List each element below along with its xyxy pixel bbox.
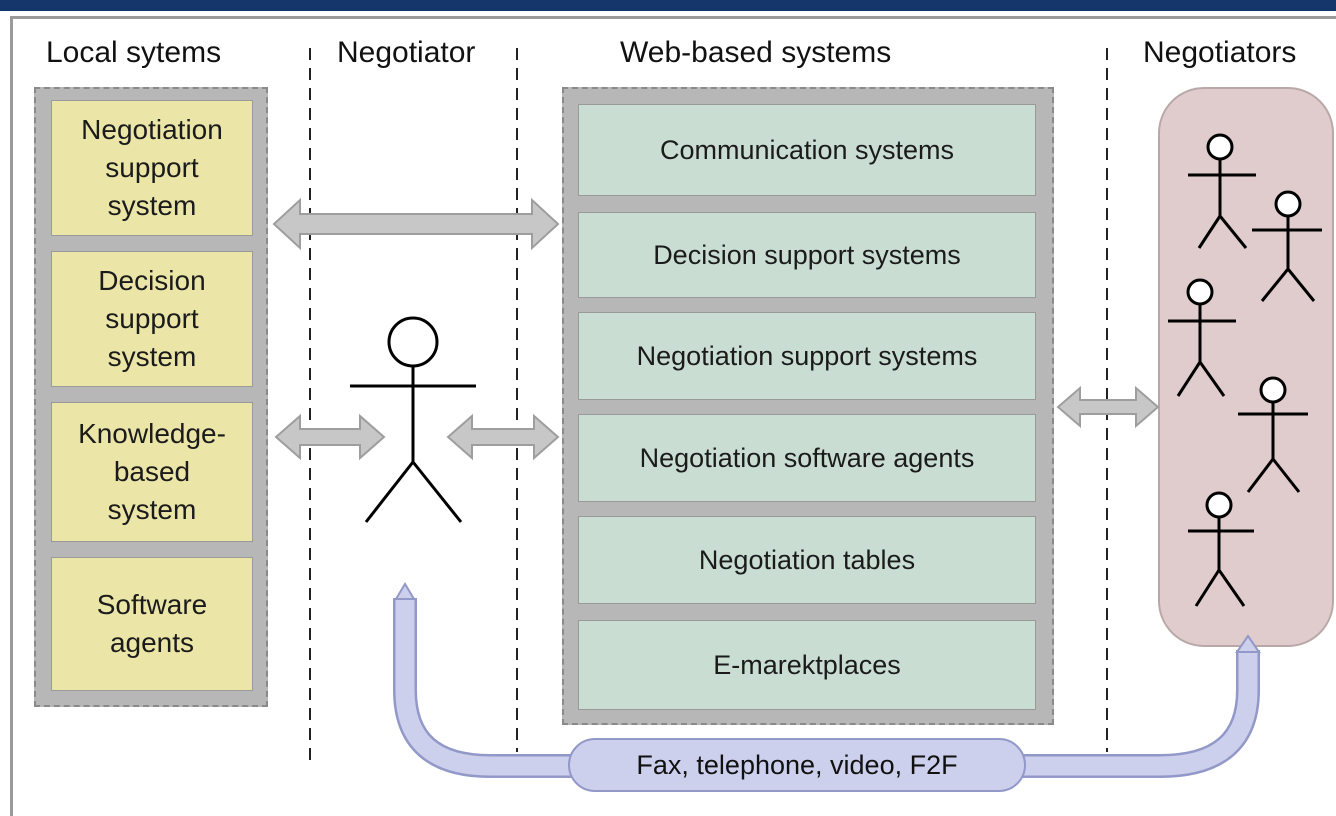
person-icon <box>1188 133 1256 249</box>
negotiator-title: Negotiator <box>337 36 476 69</box>
double-arrow <box>1056 385 1160 429</box>
double-arrow <box>272 197 560 251</box>
diagram-frame <box>10 16 1336 816</box>
negotiators-panel <box>1158 87 1334 647</box>
negotiator-figure-icon <box>350 316 476 523</box>
header-bar <box>0 0 1336 11</box>
local-systems-title: Local sytems <box>46 36 222 69</box>
web-system-box: E-marektplaces <box>578 620 1036 710</box>
local-system-box: Decision support system <box>51 251 253 387</box>
local-system-box: Negotiation support system <box>51 100 253 236</box>
web-system-box: Negotiation tables <box>578 516 1036 604</box>
person-icon <box>1168 278 1236 397</box>
negotiators-title: Negotiators <box>1143 36 1297 69</box>
double-arrow <box>446 413 560 461</box>
person-icon <box>1252 190 1322 302</box>
web-system-box: Communication systems <box>578 104 1036 196</box>
channel-arrowhead <box>1235 634 1261 653</box>
local-system-box: Software agents <box>51 557 253 691</box>
person-icon <box>1188 491 1254 607</box>
channel-arrowhead <box>394 582 416 600</box>
web-system-box: Decision support systems <box>578 212 1036 298</box>
web-system-box: Negotiation support systems <box>578 312 1036 400</box>
web-system-box: Negotiation software agents <box>578 414 1036 502</box>
local-system-box: Knowledge- based system <box>51 402 253 542</box>
web-systems-title: Web-based systems <box>620 36 892 69</box>
person-icon <box>1238 376 1308 493</box>
double-arrow <box>274 413 386 461</box>
channel-label: Fax, telephone, video, F2F <box>568 738 1026 792</box>
